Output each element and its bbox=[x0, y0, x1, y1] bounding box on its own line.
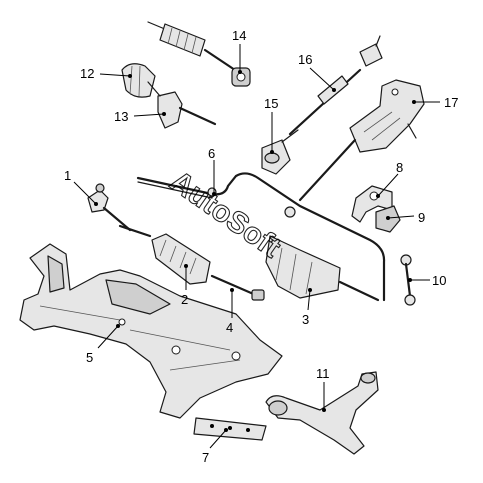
callout-3: 3 bbox=[302, 312, 309, 327]
callout-16: 16 bbox=[298, 52, 312, 67]
anti-roll-bar-part-6 bbox=[136, 172, 386, 302]
callout-5: 5 bbox=[86, 350, 93, 365]
callout-11: 11 bbox=[316, 366, 330, 381]
callout-8: 8 bbox=[396, 160, 403, 175]
callout-15: 15 bbox=[264, 96, 278, 111]
callout-7: 7 bbox=[202, 450, 209, 465]
callout-9: 9 bbox=[418, 210, 425, 225]
callout-2: 2 bbox=[181, 292, 188, 307]
mount-part-15 bbox=[261, 129, 299, 175]
callout-4: 4 bbox=[226, 320, 233, 335]
subframe-part-5 bbox=[19, 243, 283, 419]
drop-link-part-10 bbox=[400, 254, 416, 306]
callout-17: 17 bbox=[444, 95, 458, 110]
leader-lines bbox=[73, 44, 440, 449]
callout-10: 10 bbox=[432, 273, 446, 288]
bracket-part-8 bbox=[351, 185, 393, 223]
inner-joint-part-13 bbox=[147, 81, 217, 129]
plate-part-7 bbox=[193, 417, 267, 441]
steering-housing-part-17 bbox=[298, 79, 425, 202]
control-arm-part-11 bbox=[265, 371, 379, 455]
tie-rod-end-part-1 bbox=[87, 183, 152, 238]
callout-14: 14 bbox=[232, 28, 246, 43]
callout-13: 13 bbox=[114, 109, 128, 124]
bushing-part-14 bbox=[231, 67, 251, 87]
rack-boot-part-2 bbox=[151, 233, 211, 285]
inner-tie-rod-part-4 bbox=[210, 274, 265, 301]
steering-rack-part-3 bbox=[265, 235, 380, 302]
callout-1: 1 bbox=[64, 168, 71, 183]
callout-6: 6 bbox=[208, 146, 215, 161]
drive-shaft bbox=[147, 21, 240, 74]
callout-12: 12 bbox=[80, 66, 94, 81]
cv-joint-part-12 bbox=[121, 63, 156, 98]
